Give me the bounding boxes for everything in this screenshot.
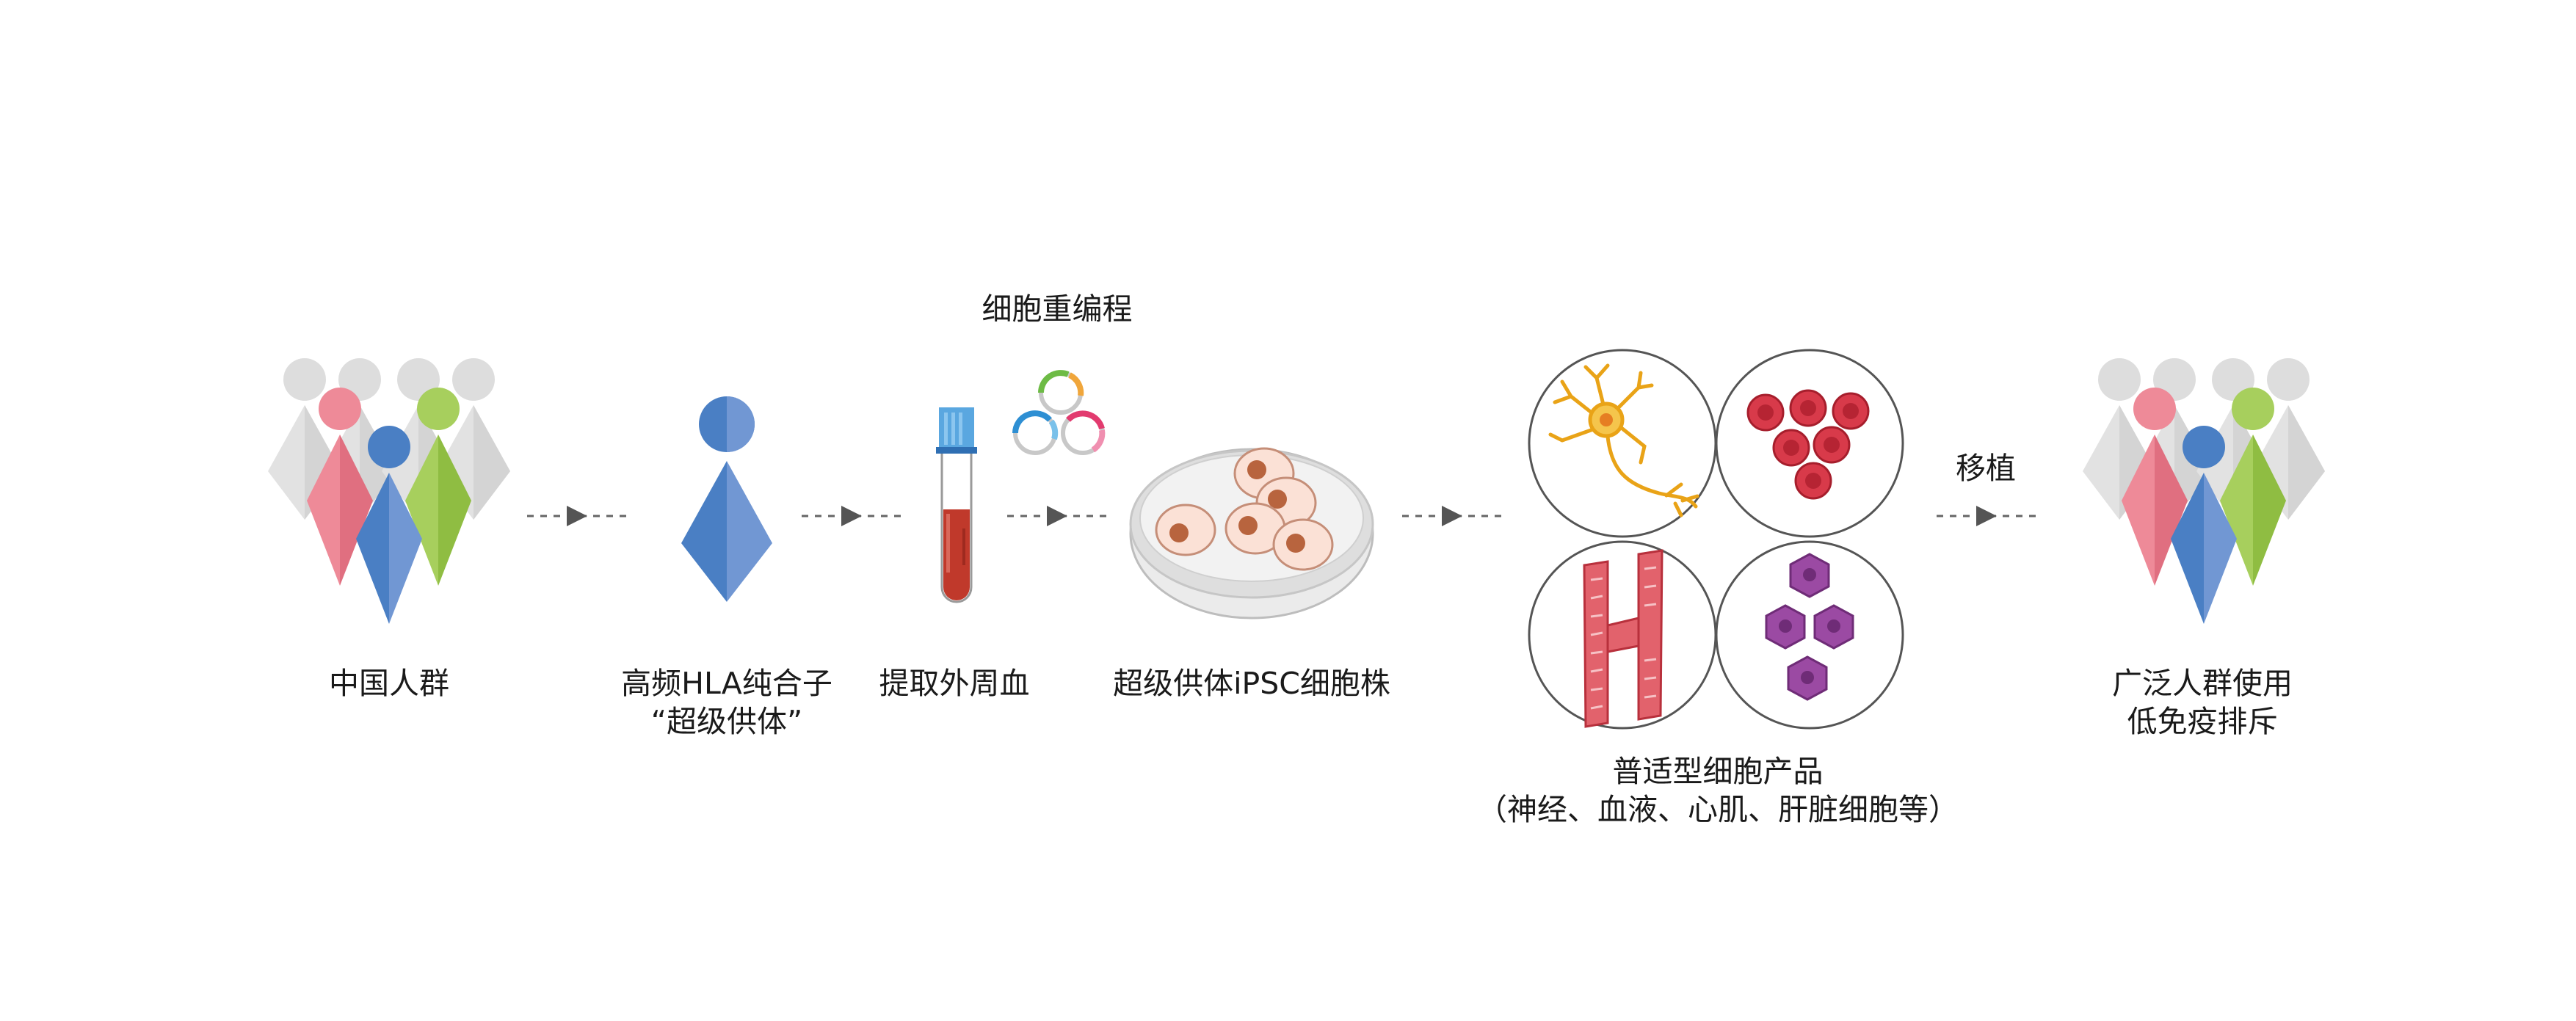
cardiomyocyte-icon [1583,549,1663,728]
ipsc-colony-icon [1224,502,1286,555]
pink-person-icon [307,388,373,586]
blood-label: 提取外周血 [879,666,1030,701]
products-label-line1: 普适型细胞产品 [1612,754,1824,789]
cell-products [1528,349,1904,730]
donor-label-line1: 高频HLA纯合子 [621,666,832,701]
ipsc-label: 超级供体iPSC细胞株 [1113,666,1390,701]
ipsc-colony-icon [1155,504,1216,556]
products-label-line2: （神经、血液、心肌、肝脏细胞等） [1477,792,1959,827]
arrow-icon [1007,506,1111,526]
donor-label-line2: “超级供体” [650,704,803,739]
usage-label-line2: 低免疫排斥 [2127,704,2278,739]
arrow-icon [1402,506,1506,526]
green-person-icon [405,388,471,586]
ipsc-colony-icon [1272,518,1334,571]
arrow-icon [802,506,906,526]
products-label: 普适型细胞产品 （神经、血液、心肌、肝脏细胞等） [1446,752,1989,829]
blue-person-icon [2171,426,2237,624]
blood-tube-icon [936,407,977,603]
hepatocyte-icon [1765,553,1854,701]
population-label: 中国人群 [329,666,449,701]
blue-person-icon [356,426,422,624]
usage-label: 广泛人群使用 低免疫排斥 [2085,664,2320,741]
people-group-icon [2083,358,2325,624]
green-person-icon [2220,388,2286,586]
arrow-icon [1937,506,2041,526]
donor-person-icon [681,396,772,602]
plasmid-icon [1012,370,1106,455]
pink-person-icon [2122,388,2188,586]
usage-label-line1: 广泛人群使用 [2112,666,2293,701]
neuron-icon [1548,363,1699,517]
red-blood-cells-icon [1746,389,1870,500]
people-group-icon [268,358,510,624]
arrow-icon [527,506,631,526]
petri-dish-icon [1129,447,1374,619]
reprogramming-label: 细胞重编程 [982,291,1133,327]
donor-label: 高频HLA纯合子 “超级供体” [587,664,866,741]
transplant-label: 移植 [1956,451,2016,486]
